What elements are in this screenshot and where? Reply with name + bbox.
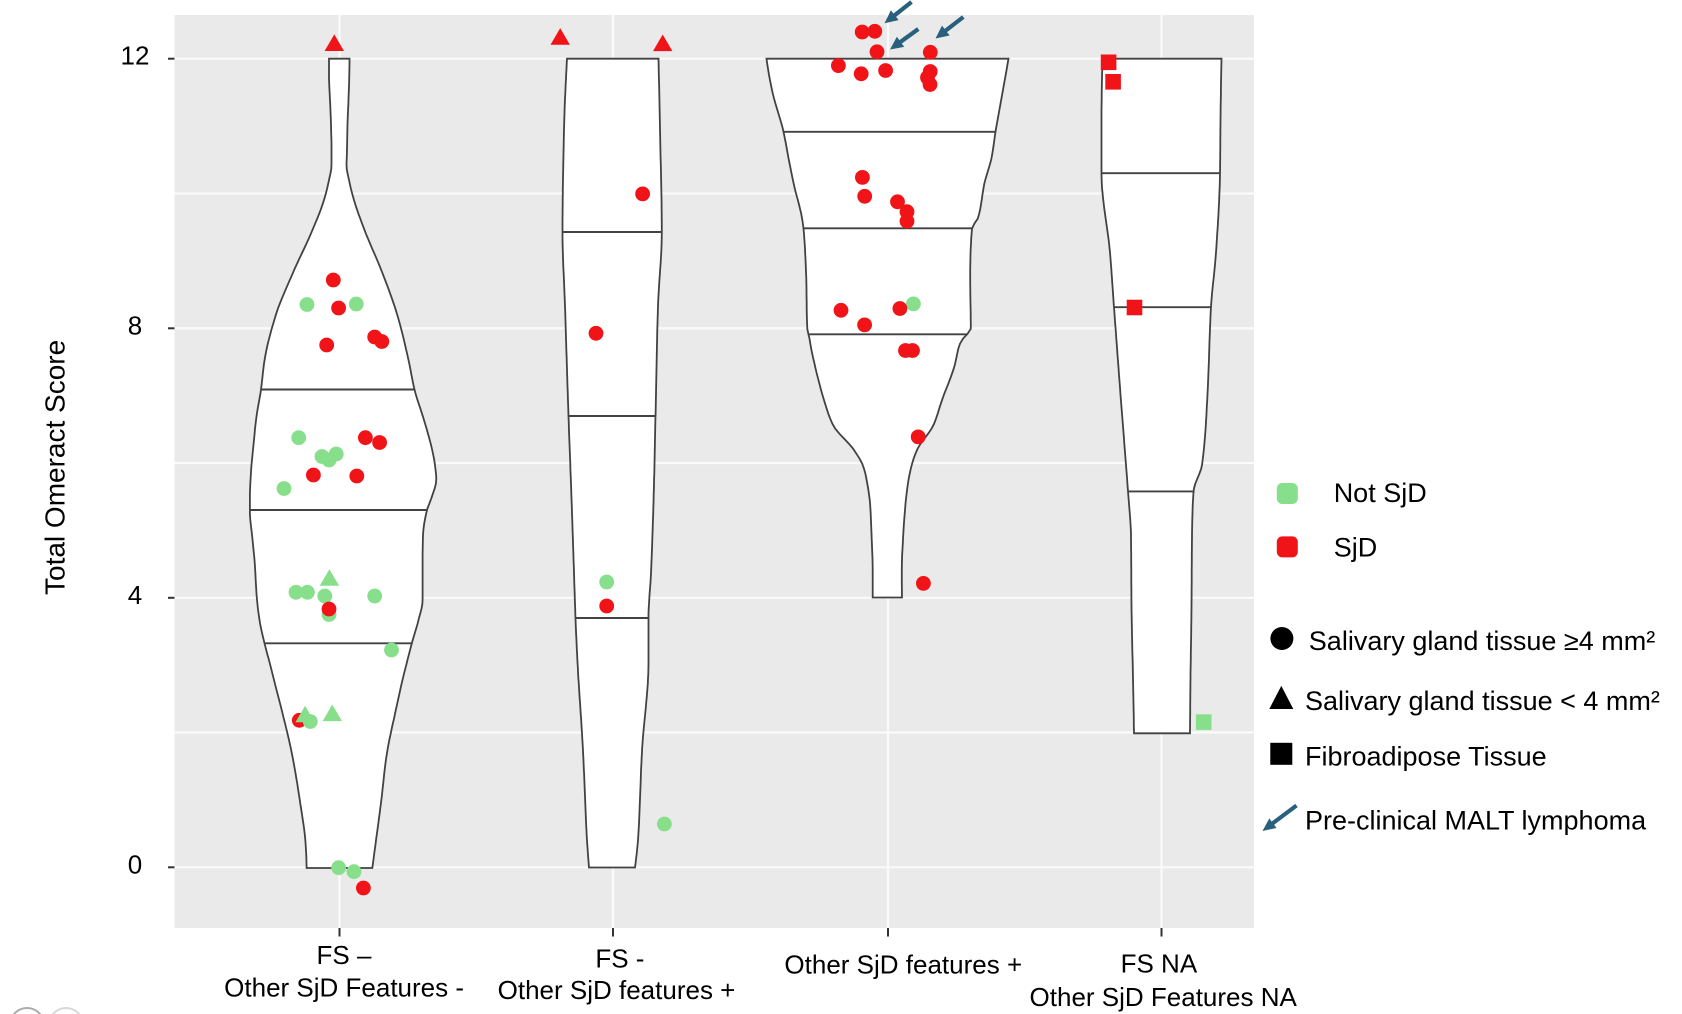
svg-text:12: 12 (121, 41, 150, 71)
svg-text:Other SjD features +: Other SjD features + (498, 975, 736, 1005)
svg-text:Fibroadipose Tissue: Fibroadipose Tissue (1305, 741, 1547, 771)
svg-text:0: 0 (128, 849, 142, 879)
svg-text:FS -: FS - (595, 944, 644, 974)
svg-text:Other SjD Features NA: Other SjD Features NA (1030, 982, 1298, 1012)
svg-text:SjD: SjD (1334, 532, 1378, 562)
svg-text:Total Omeract Score: Total Omeract Score (40, 340, 71, 595)
svg-text:Salivary gland tissue < 4 mm²: Salivary gland tissue < 4 mm² (1305, 686, 1660, 716)
svg-text:FS NA: FS NA (1121, 949, 1198, 979)
svg-text:4: 4 (128, 580, 142, 610)
svg-text:Other SjD Features -: Other SjD Features - (224, 973, 464, 1003)
svg-text:Salivary gland tissue ≥4 mm²: Salivary gland tissue ≥4 mm² (1309, 626, 1655, 656)
svg-text:Other SjD features +: Other SjD features + (784, 950, 1022, 980)
svg-text:FS –: FS – (317, 940, 372, 970)
svg-text:Pre-clinical MALT lymphoma: Pre-clinical MALT lymphoma (1305, 806, 1647, 836)
svg-text:Not SjD: Not SjD (1334, 478, 1427, 508)
svg-text:8: 8 (128, 310, 142, 340)
